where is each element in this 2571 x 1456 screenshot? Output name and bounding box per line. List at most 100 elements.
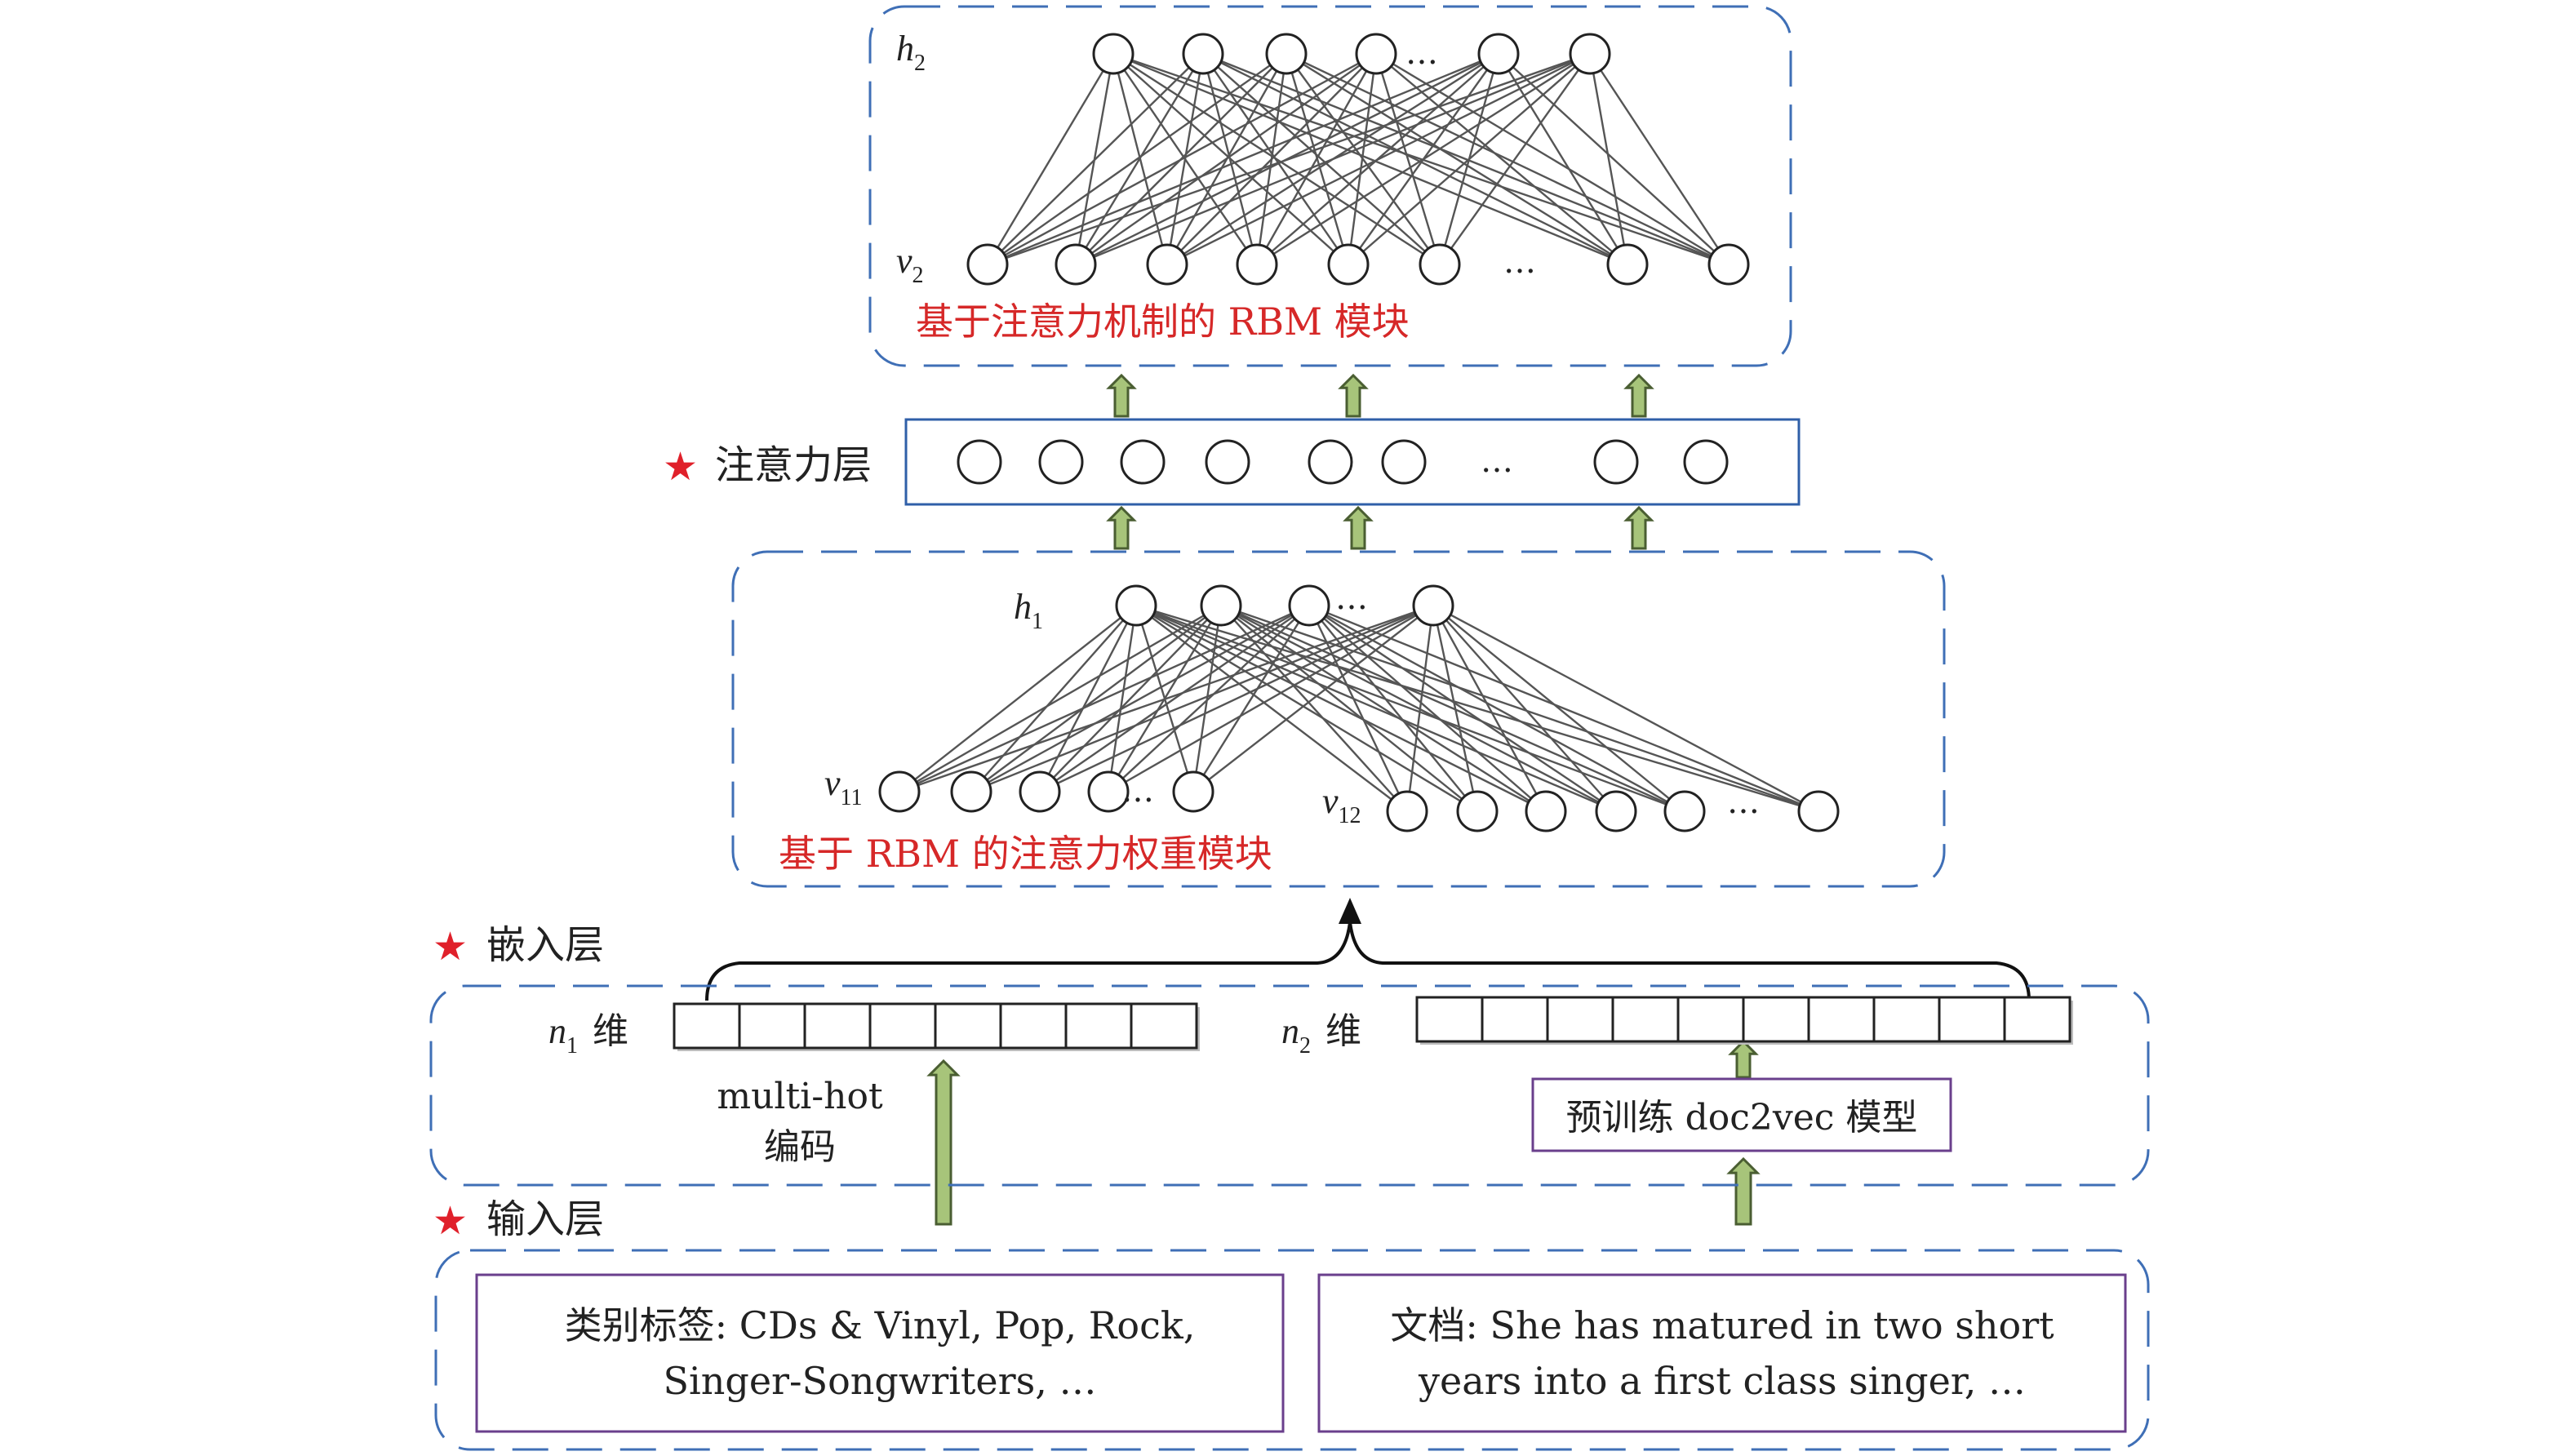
input-star-icon: ★ xyxy=(433,1198,468,1244)
top-rbm-visible-node xyxy=(1419,243,1461,286)
mid-rbm-edge xyxy=(1192,605,1434,792)
top-rbm-edge xyxy=(1439,53,1591,265)
green-up-arrow xyxy=(1338,373,1369,418)
top-rbm-edge xyxy=(1374,53,1441,265)
top-rbm-edge xyxy=(987,52,1591,266)
mid-rbm-edge xyxy=(1039,605,1222,792)
mid-rbm-edge xyxy=(1135,605,1408,812)
n1-cell xyxy=(738,1002,806,1050)
mid-rbm-edge xyxy=(1308,604,1819,813)
attention-node xyxy=(1381,439,1427,485)
n2-cell xyxy=(1611,996,1680,1043)
mid-rbm-edge xyxy=(1432,604,1819,813)
embedding-star-icon: ★ xyxy=(433,924,468,970)
top-rbm-nodes xyxy=(966,33,1750,286)
mid-rbm-edge xyxy=(1220,604,1617,813)
mid-rbm-edge xyxy=(1220,604,1685,813)
h2-label: h2 xyxy=(896,29,926,76)
top-rbm-edge xyxy=(1201,53,1259,265)
category-tags-box xyxy=(475,1273,1285,1433)
green-up-arrow xyxy=(1106,505,1137,550)
mid-rbm-edge xyxy=(970,605,1137,792)
multihot-label-line2: 编码 xyxy=(764,1126,836,1168)
mid-rbm-visible-node xyxy=(1019,770,1061,813)
mid-rbm-visible-node xyxy=(1386,790,1428,832)
attention-node xyxy=(1593,439,1639,485)
top-rbm-edge xyxy=(1166,53,1377,265)
top-rbm-edge xyxy=(1347,53,1378,265)
n2-cell xyxy=(1481,996,1549,1043)
mid-rbm-edge xyxy=(970,604,1310,793)
top-rbm-edge xyxy=(1348,53,1591,265)
mid-rbm-visible-node xyxy=(1595,790,1637,832)
mid-rbm-edge xyxy=(1220,604,1819,813)
top-rbm-edge xyxy=(1498,53,1730,265)
mid-rbm-connections xyxy=(899,604,1819,813)
brace-arrow-head xyxy=(1339,898,1361,924)
n1-cell xyxy=(803,1002,872,1050)
mid-rbm-visible-node xyxy=(878,770,921,813)
input-layer-label: 输入层 xyxy=(486,1196,604,1242)
n1-cell xyxy=(1130,1002,1198,1050)
mid-rbm-edge xyxy=(1432,605,1479,812)
green-up-arrow-multihot xyxy=(926,1059,961,1226)
mid-rbm-visible-node xyxy=(950,770,992,813)
mid-rbm-edge xyxy=(1405,605,1435,812)
mid-rbm-edge xyxy=(1220,604,1547,813)
n2-cell xyxy=(1872,996,1941,1043)
top-rbm-edge xyxy=(1202,53,1349,265)
top-rbm-edge xyxy=(1202,53,1441,265)
doc2vec-model-label: 预训练 doc2vec 模型 xyxy=(1566,1097,1918,1139)
mid-rbm-visible-node xyxy=(1663,790,1706,832)
mid-rbm-edge xyxy=(1192,605,1223,792)
top-rbm-edge xyxy=(987,52,1499,266)
top-rbm-edge xyxy=(1074,53,1205,265)
mid-rbm-visible-node xyxy=(1456,790,1499,832)
top-rbm-edge xyxy=(1256,52,1591,266)
top-rbm-edge xyxy=(1286,52,1730,266)
n2-cell xyxy=(1807,996,1876,1043)
n2-cell xyxy=(2003,996,2071,1043)
top-rbm-edge xyxy=(1166,52,1591,266)
green-up-arrow-doc2vec-input xyxy=(1726,1156,1761,1226)
top-rbm-hidden-node xyxy=(1182,33,1224,75)
v12-label: v12 xyxy=(1322,781,1361,828)
green-up-arrow xyxy=(1623,505,1654,550)
top-rbm-visible-node xyxy=(1707,243,1750,286)
top-rbm-edge xyxy=(1286,52,1628,266)
green-up-arrow xyxy=(1343,505,1374,550)
mid-rbm-edge xyxy=(1107,605,1138,792)
mid-rbm-edge xyxy=(1135,604,1547,813)
top-rbm-edge xyxy=(1075,52,1591,266)
top-rbm-edge xyxy=(1588,53,1730,265)
attention-node xyxy=(1308,439,1353,485)
top-rbm-edge xyxy=(987,52,1377,266)
mid-rbm-edge xyxy=(1432,605,1685,812)
attention-node xyxy=(1683,439,1729,485)
doc2vec-model-box xyxy=(1531,1077,1952,1152)
n2-cell xyxy=(1415,996,1484,1043)
mid-rbm-edge xyxy=(1220,605,1408,812)
v2-label: v2 xyxy=(896,241,924,288)
mid-rbm-edge xyxy=(1308,605,1409,812)
top-rbm-visible-node xyxy=(966,243,1009,286)
top-rbm-hidden-node xyxy=(1092,33,1135,75)
n1-cell xyxy=(673,1002,741,1050)
mid-rbm-edge xyxy=(899,604,1310,793)
category-tags-line2: Singer-Songwriters, … xyxy=(664,1359,1097,1403)
top-rbm-hidden-node xyxy=(1569,33,1611,75)
multihot-label-line1: multi-hot xyxy=(717,1076,883,1117)
top-module-label: 基于注意力机制的 RBM 模块 xyxy=(916,300,1410,344)
attention-node xyxy=(1205,439,1250,485)
green-up-arrow-doc2vec-output xyxy=(1728,1039,1759,1079)
top-rbm-edge xyxy=(1166,53,1205,265)
mid-hidden-ellipsis: … xyxy=(1335,579,1368,617)
mid-rbm-edge xyxy=(1220,605,1478,812)
mid-rbm-visible-node xyxy=(1087,770,1130,813)
category-tags-line1: 类别标签: CDs & Vinyl, Pop, Rock, xyxy=(565,1303,1196,1347)
mid-rbm-hidden-node xyxy=(1115,584,1157,627)
n1-cell xyxy=(1064,1002,1133,1050)
v11-label: v11 xyxy=(824,763,863,810)
